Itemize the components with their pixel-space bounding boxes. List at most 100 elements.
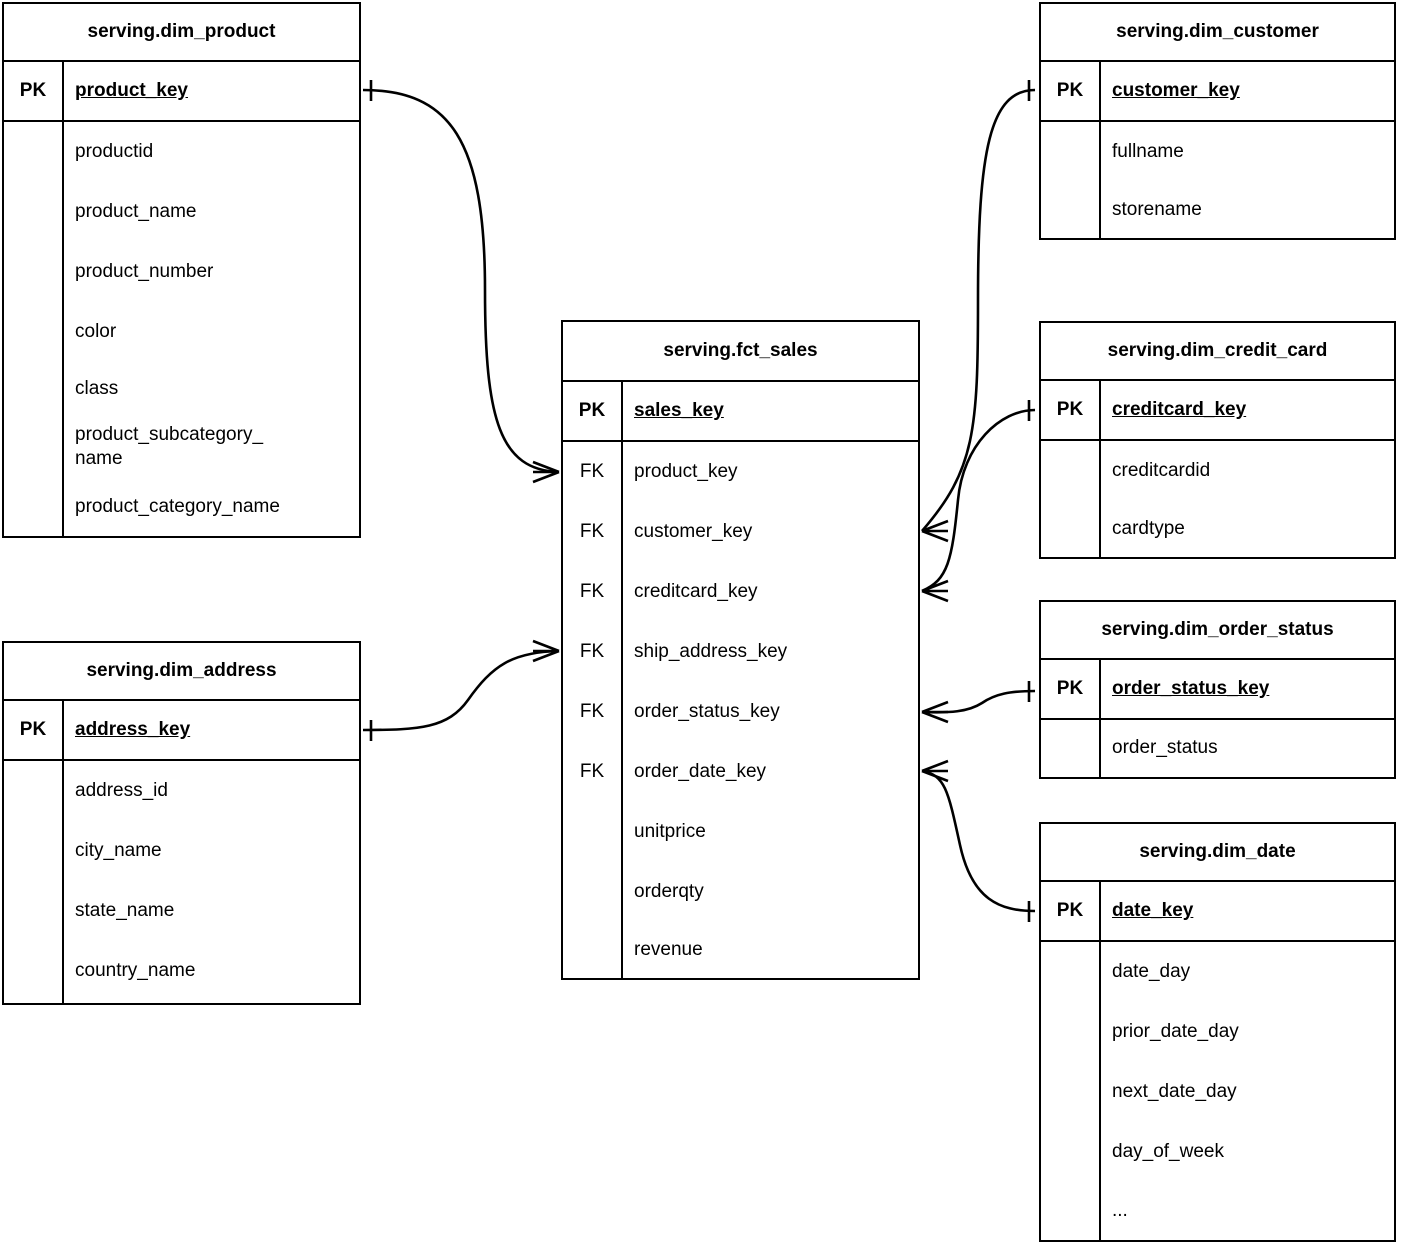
crowsfoot-product	[532, 460, 560, 484]
attribute-block-dim-address: address_id city_name state_name country_…	[4, 761, 359, 1003]
relationship-customer	[921, 88, 1036, 532]
key-gutter	[1041, 720, 1101, 777]
pk-row-dim-date: PK date_key	[1041, 882, 1394, 942]
attribute-list-dim-date: date_day prior_date_day next_date_day da…	[1101, 942, 1394, 1240]
relationship-creditcard	[921, 408, 1036, 593]
attribute-list-dim-customer: fullname storename	[1101, 122, 1394, 238]
pk-column-address-key: address_key	[75, 719, 191, 741]
key-gutter	[4, 761, 64, 1003]
attribute-storename: storename	[1112, 198, 1202, 220]
measure-row-orderqty: orderqty	[563, 862, 918, 922]
fk-marker: FK	[563, 622, 623, 682]
relationship-address	[362, 649, 560, 732]
attribute-country-name: country_name	[75, 959, 196, 981]
attribute-list-dim-credit-card: creditcardid cardtype	[1101, 441, 1394, 557]
crowsfoot-date	[921, 759, 949, 783]
pk-marker: PK	[1041, 381, 1101, 439]
key-gutter	[563, 802, 623, 862]
attribute-list-dim-order-status: order_status	[1101, 720, 1394, 777]
entity-title-dim-date: serving.dim_date	[1041, 824, 1394, 882]
attribute-product-subcategory-name-line2: name	[75, 448, 123, 470]
relationship-orderstatus	[921, 689, 1036, 714]
entity-fct-sales[interactable]: serving.fct_sales PK sales_key FK produc…	[561, 320, 920, 980]
pk-row-dim-order-status: PK order_status_key	[1041, 660, 1394, 720]
fk-marker: FK	[563, 742, 623, 802]
pk-row-dim-customer: PK customer_key	[1041, 62, 1394, 122]
crowsfoot-address	[532, 639, 560, 663]
entity-dim-date[interactable]: serving.dim_date PK date_key date_day pr…	[1039, 822, 1396, 1242]
key-gutter	[1041, 441, 1101, 557]
entity-dim-product[interactable]: serving.dim_product PK product_key produ…	[2, 2, 361, 538]
pk-marker: PK	[1041, 882, 1101, 940]
attribute-block-dim-order-status: order_status	[1041, 720, 1394, 777]
attribute-day-of-week: day_of_week	[1112, 1140, 1224, 1162]
attribute-creditcardid: creditcardid	[1112, 459, 1211, 481]
measure-row-revenue: revenue	[563, 922, 918, 978]
entity-title-dim-credit-card: serving.dim_credit_card	[1041, 323, 1394, 381]
fk-row-ship-address-key: FK ship_address_key	[563, 622, 918, 682]
attribute-address-id: address_id	[75, 779, 168, 801]
fk-column-order-status-key: order_status_key	[634, 701, 780, 723]
pk-marker: PK	[1041, 62, 1101, 120]
fk-column-order-date-key: order_date_key	[634, 761, 767, 783]
measure-revenue: revenue	[634, 939, 703, 961]
pk-column-creditcard-key: creditcard_key	[1112, 399, 1247, 421]
pk-marker: PK	[4, 701, 64, 759]
attribute-state-name: state_name	[75, 899, 175, 921]
entity-title-dim-address: serving.dim_address	[4, 643, 359, 701]
fk-column-customer-key: customer_key	[634, 521, 753, 543]
attribute-date-day: date_day	[1112, 960, 1191, 982]
measure-unitprice: unitprice	[634, 821, 706, 843]
attribute-fullname: fullname	[1112, 140, 1184, 162]
entity-title-dim-product: serving.dim_product	[4, 4, 359, 62]
attribute-list-dim-product: productid product_name product_number co…	[64, 122, 359, 536]
entity-dim-order-status[interactable]: serving.dim_order_status PK order_status…	[1039, 600, 1396, 779]
fk-marker: FK	[563, 502, 623, 562]
key-gutter	[563, 922, 623, 978]
relationship-product	[362, 88, 560, 474]
attribute-color: color	[75, 320, 117, 342]
crowsfoot-orderstatus	[921, 700, 949, 724]
attribute-list-dim-address: address_id city_name state_name country_…	[64, 761, 359, 1003]
attribute-cardtype: cardtype	[1112, 517, 1185, 539]
entity-dim-credit-card[interactable]: serving.dim_credit_card PK creditcard_ke…	[1039, 321, 1396, 559]
entity-dim-customer[interactable]: serving.dim_customer PK customer_key ful…	[1039, 2, 1396, 240]
pk-column-product-key: product_key	[75, 80, 188, 102]
fk-marker: FK	[563, 562, 623, 622]
pk-row-dim-address: PK address_key	[4, 701, 359, 761]
attribute-block-dim-product: productid product_name product_number co…	[4, 122, 359, 536]
fk-row-creditcard-key: FK creditcard_key	[563, 562, 918, 622]
attribute-prior-date-day: prior_date_day	[1112, 1020, 1239, 1042]
attribute-next-date-day: next_date_day	[1112, 1080, 1237, 1102]
attribute-product-name: product_name	[75, 200, 197, 222]
key-gutter	[1041, 122, 1101, 238]
relationship-date	[921, 769, 1036, 913]
pk-marker: PK	[563, 382, 623, 440]
fk-marker: FK	[563, 682, 623, 742]
entity-title-dim-order-status: serving.dim_order_status	[1041, 602, 1394, 660]
fk-row-order-status-key: FK order_status_key	[563, 682, 918, 742]
key-gutter	[563, 862, 623, 922]
attribute-block-dim-customer: fullname storename	[1041, 122, 1394, 238]
pk-row-fct-sales: PK sales_key	[563, 382, 918, 442]
attribute-product-number: product_number	[75, 260, 214, 282]
attribute-block-dim-date: date_day prior_date_day next_date_day da…	[1041, 942, 1394, 1240]
attribute-city-name: city_name	[75, 839, 162, 861]
fk-column-ship-address-key: ship_address_key	[634, 641, 788, 663]
pk-marker: PK	[4, 62, 64, 120]
pk-row-dim-credit-card: PK creditcard_key	[1041, 381, 1394, 441]
attribute-product-subcategory-name-line1: product_subcategory_	[75, 424, 264, 445]
attribute-block-dim-credit-card: creditcardid cardtype	[1041, 441, 1394, 557]
pk-marker: PK	[1041, 660, 1101, 718]
entity-title-dim-customer: serving.dim_customer	[1041, 4, 1394, 62]
pk-column-date-key: date_key	[1112, 900, 1194, 922]
pk-row-dim-product: PK product_key	[4, 62, 359, 122]
attribute-product-category-name: product_category_name	[75, 495, 280, 517]
attribute-class: class	[75, 377, 119, 399]
entity-title-fct-sales: serving.fct_sales	[563, 322, 918, 382]
entity-dim-address[interactable]: serving.dim_address PK address_key addre…	[2, 641, 361, 1005]
attribute-order-status: order_status	[1112, 737, 1218, 759]
pk-column-customer-key: customer_key	[1112, 80, 1240, 102]
crowsfoot-customer	[921, 519, 949, 543]
fk-and-measure-block: FK product_key FK customer_key FK credit…	[563, 442, 918, 978]
